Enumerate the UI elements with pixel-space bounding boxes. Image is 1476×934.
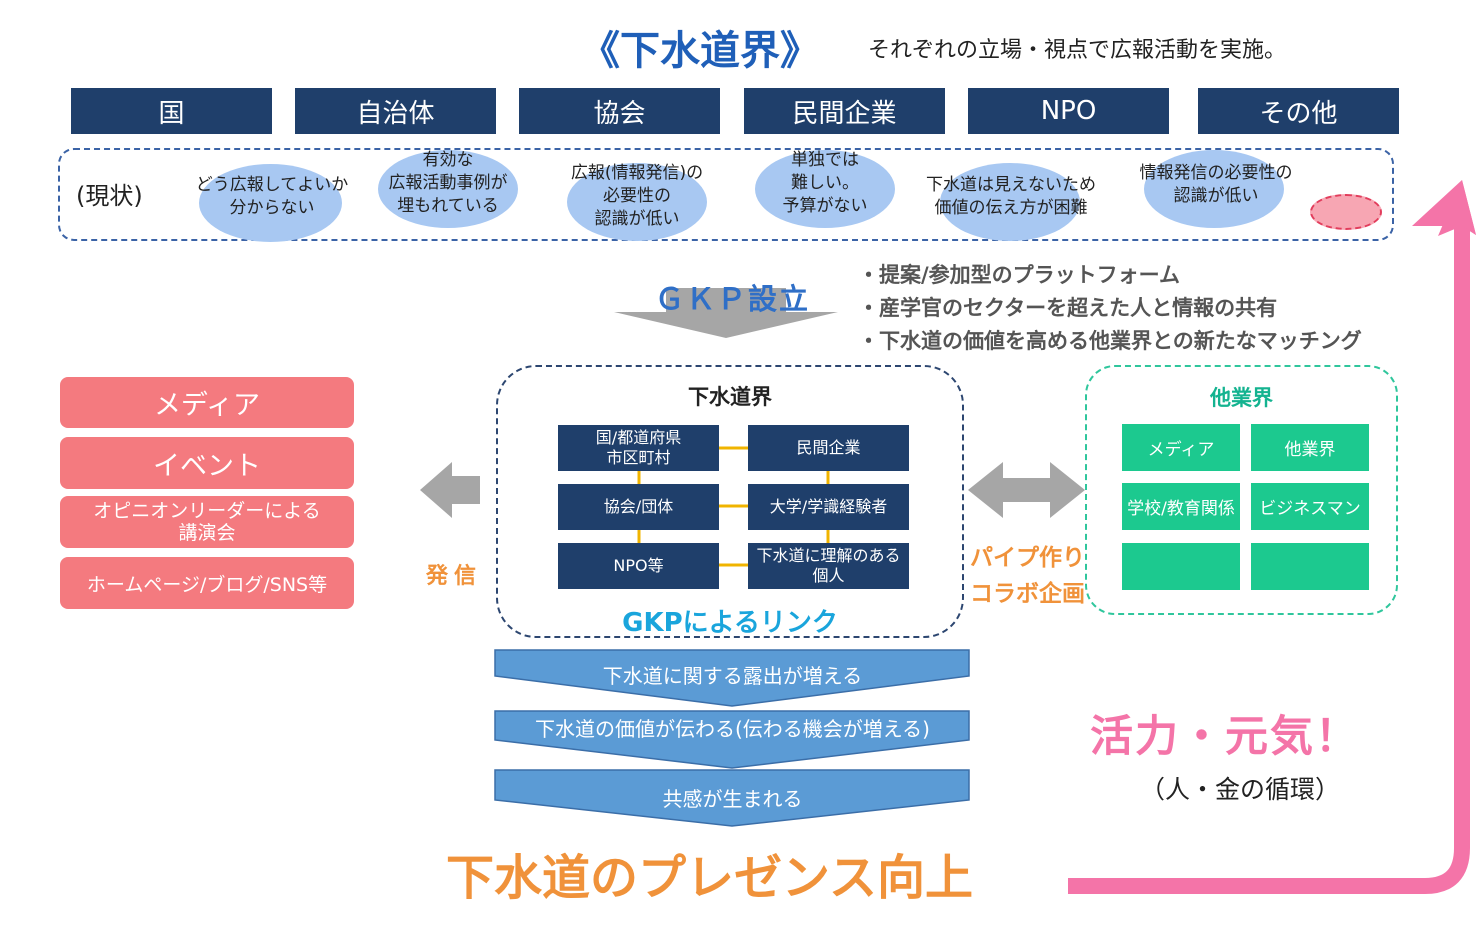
- gkp-bullet: ・産学官のセクターを超えた人と情報の共有: [858, 296, 1278, 320]
- other-cell-media: メディア: [1122, 424, 1240, 471]
- gkp-down-arrow: [614, 288, 838, 338]
- status-bubble: [755, 150, 895, 228]
- gkp-established-label: ＧＫＰ設立: [655, 282, 811, 316]
- status-bubble: [940, 163, 1080, 241]
- cell-connectors: [637, 446, 830, 567]
- other-cell-businessman: ビジネスマン: [1251, 483, 1369, 530]
- status-item: 有効な 広報活動事例が 埋もれている: [388, 150, 508, 216]
- sewer-world-frame: [496, 365, 964, 638]
- other-industries-frame: [1085, 365, 1398, 615]
- status-item: 下水道は見えないため 価値の伝え方が困難: [926, 175, 1096, 218]
- result-label: 下水道のプレゼンス向上: [446, 850, 974, 906]
- status-label: (現状): [76, 182, 143, 210]
- sewer-cell-association: 協会/団体: [558, 484, 719, 530]
- status-bubble: [1144, 150, 1284, 228]
- other-industries-title: 他業界: [1210, 386, 1273, 410]
- gkp-bullet: ・提案/参加型のプラットフォーム: [858, 263, 1181, 287]
- collab-label: コラボ企画: [970, 581, 1085, 607]
- other-cell-empty: [1122, 543, 1240, 590]
- sewer-cell-university: 大学/学識経験者: [748, 484, 909, 530]
- sewer-cell-npo: NPO等: [558, 543, 719, 589]
- outreach-web: ホームページ/ブログ/SNS等: [60, 557, 354, 609]
- double-arrow: [968, 462, 1085, 518]
- cycle-arrow: [1068, 225, 1470, 894]
- other-cell-industry: 他業界: [1251, 424, 1369, 471]
- funnel-step-empathy: 共感が生まれる: [662, 787, 803, 811]
- vitality-label: 活力・元気！: [1090, 712, 1360, 762]
- outreach-lecture: オピニオンリーダーによる 講演会: [60, 496, 354, 548]
- other-cell-empty: [1251, 543, 1369, 590]
- page-title: 《下水道界》: [580, 28, 820, 74]
- category-npo: NPO: [968, 88, 1169, 134]
- sewer-cell-government: 国/都道府県 市区町村: [558, 425, 719, 471]
- status-frame: [58, 148, 1394, 241]
- category-association: 協会: [519, 88, 720, 134]
- status-item: 広報(情報発信)の 必要性の 認識が低い: [570, 163, 704, 229]
- other-cell-education: 学校/教育関係: [1122, 483, 1240, 530]
- send-left-arrow: [420, 462, 480, 518]
- status-bubble: [567, 163, 707, 241]
- gkp-link-label: GKPによるリンク: [622, 608, 838, 638]
- status-item: どう広報してよいか 分からない: [195, 175, 349, 218]
- status-item: 単独では 難しい。 予算がない: [782, 150, 868, 216]
- category-country: 国: [71, 88, 272, 134]
- category-other: その他: [1198, 88, 1399, 134]
- pipe-label: パイプ作り: [970, 545, 1085, 571]
- status-bubble: [378, 150, 518, 228]
- sewer-cell-individual: 下水道に理解のある 個人: [748, 543, 909, 589]
- sewer-cell-private: 民間企業: [748, 425, 909, 471]
- funnel-step-exposure: 下水道に関する露出が増える: [602, 664, 863, 688]
- funnel-step-value: 下水道の価値が伝わる(伝わる機会が増える): [534, 717, 930, 741]
- funnel-steps: [494, 649, 970, 827]
- outreach-event: イベント: [60, 437, 354, 489]
- status-bubble: [199, 164, 342, 242]
- sewer-world-title: 下水道界: [688, 385, 772, 409]
- outreach-media: メディア: [60, 377, 354, 428]
- cycle-note: （人・金の循環）: [1140, 775, 1341, 804]
- pink-dashed-oval: [1310, 194, 1382, 230]
- send-label: 発信: [426, 564, 483, 589]
- status-item: 情報発信の必要性の 認識が低い: [1139, 163, 1293, 206]
- gkp-bullet: ・下水道の価値を高める他業界との新たなマッチング: [858, 329, 1362, 353]
- category-municipality: 自治体: [295, 88, 496, 134]
- page-subtitle: それぞれの立場・視点で広報活動を実施。: [868, 38, 1287, 63]
- category-private-company: 民間企業: [744, 88, 945, 134]
